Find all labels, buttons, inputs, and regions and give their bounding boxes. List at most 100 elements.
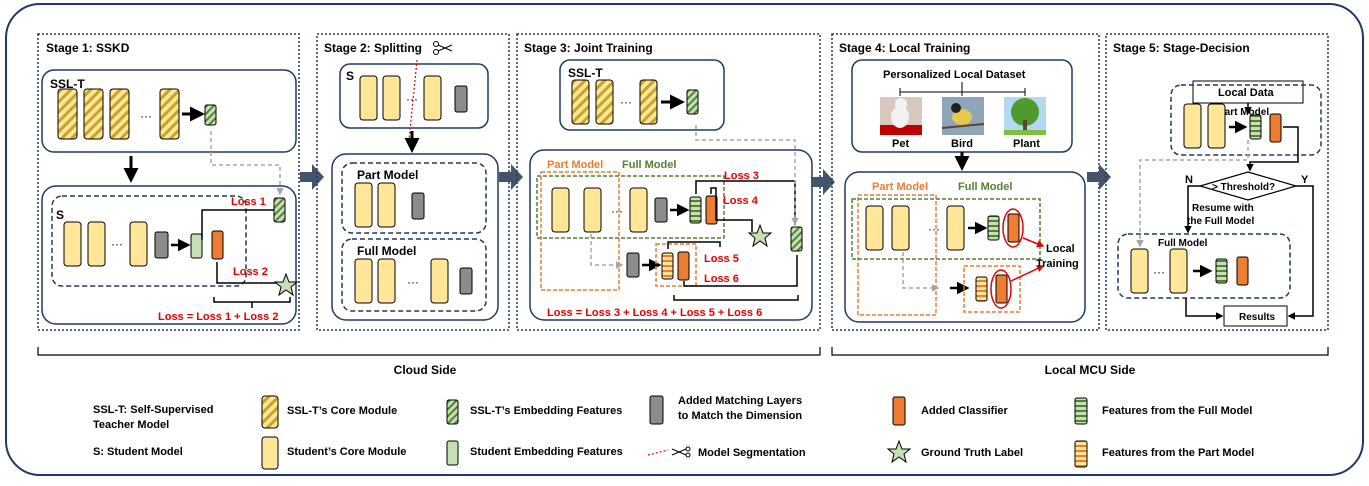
matching-layer — [154, 231, 169, 259]
plant-image — [1004, 97, 1046, 135]
svg-text:Ground Truth Label: Ground Truth Label — [921, 447, 1023, 459]
stage-2: Stage 2: Splitting S ··· Part Model Full… — [316, 33, 510, 331]
stage-3-title: Stage 3: Joint Training — [524, 41, 653, 55]
legend-matching — [649, 395, 664, 425]
legend: SSL-T: Self-Supervised Teacher Model S: … — [93, 395, 1254, 470]
svg-text:Pet: Pet — [892, 138, 909, 150]
teacher-box — [41, 69, 297, 153]
stage-arrow — [811, 169, 835, 195]
ellipsis: ··· — [140, 109, 152, 123]
svg-text:> Threshold?: > Threshold? — [1212, 182, 1275, 193]
svg-text:Teacher Model: Teacher Model — [93, 419, 169, 431]
legend-classifier — [892, 396, 906, 426]
svg-text:···: ··· — [1153, 265, 1165, 279]
legend-part-features — [1074, 440, 1088, 468]
svg-text:Personalized Local Dataset: Personalized Local Dataset — [883, 69, 1026, 81]
svg-text:S: S — [346, 69, 354, 83]
svg-text:Student Embedding Features: Student Embedding Features — [470, 446, 623, 458]
svg-text:Added Classifier: Added Classifier — [921, 405, 1009, 417]
svg-text:Part Model: Part Model — [357, 168, 418, 182]
teacher-label: SSL-T — [50, 77, 85, 91]
legend-scissors-icon — [671, 446, 691, 458]
teacher-core-block — [109, 88, 130, 140]
svg-text:···: ··· — [611, 204, 623, 218]
svg-text:SSL-T’s Core Module: SSL-T’s Core Module — [287, 405, 397, 417]
stage-1-title: Stage 1: SSKD — [46, 41, 130, 55]
stage-4: Stage 4: Local Training Personalized Loc… — [831, 33, 1100, 331]
loss-1: Loss 1 — [231, 196, 266, 208]
svg-text:Plant: Plant — [1013, 138, 1040, 150]
bird-image — [941, 97, 985, 135]
svg-text:Results: Results — [1239, 312, 1276, 323]
svg-text:Part Model: Part Model — [872, 181, 928, 193]
student-core-block — [63, 221, 82, 267]
svg-text:N: N — [1185, 174, 1193, 186]
cloud-side-label: Cloud Side — [394, 363, 457, 377]
svg-text:Loss 3: Loss 3 — [724, 170, 759, 182]
svg-text:Loss 5: Loss 5 — [704, 253, 739, 265]
teacher-core-block — [159, 88, 180, 140]
pet-image — [880, 97, 922, 135]
svg-text:to Match the Dimension: to Match the Dimension — [678, 410, 802, 422]
svg-text:Y: Y — [1301, 174, 1309, 186]
stage-arrow — [300, 164, 324, 190]
svg-text:Full Model: Full Model — [1158, 238, 1208, 249]
svg-text:SSL-T: SSL-T — [568, 66, 603, 80]
svg-text:···: ··· — [407, 275, 419, 289]
legend-student-emb — [446, 440, 459, 466]
teacher-core-block — [83, 88, 104, 140]
segmentation-line — [408, 59, 418, 141]
student-box — [41, 185, 297, 325]
svg-text:Full Model: Full Model — [357, 244, 416, 258]
legend-teacher-core — [261, 395, 279, 429]
loss-equation-1: Loss = Loss 1 + Loss 2 — [158, 311, 278, 323]
stage-5: Stage 5: Stage-Decision Local Data Part … — [1105, 33, 1329, 331]
stage-5-title: Stage 5: Stage-Decision — [1113, 41, 1250, 55]
svg-text:···: ··· — [111, 237, 123, 251]
classifier — [211, 230, 224, 260]
svg-text:···: ··· — [406, 92, 418, 106]
svg-text:Student’s Core Module: Student’s Core Module — [287, 446, 406, 458]
legend-segmentation-line — [647, 449, 669, 456]
full-model-label: Full Model — [622, 159, 676, 171]
loss-2: Loss 2 — [233, 266, 268, 278]
svg-text:···: ··· — [620, 95, 632, 109]
svg-text:Resume with: Resume with — [1192, 203, 1254, 214]
legend-student-core — [261, 436, 279, 470]
svg-text:Part Model: Part Model — [1218, 107, 1269, 118]
stage-4-title: Stage 4: Local Training — [839, 41, 970, 55]
svg-text:Full Model: Full Model — [958, 181, 1012, 193]
legend-ground-truth-star — [886, 439, 912, 464]
ground-truth-star — [273, 272, 299, 297]
svg-text:Bird: Bird — [951, 138, 973, 150]
svg-text:the Full Model: the Full Model — [1187, 216, 1254, 227]
svg-text:Local: Local — [1046, 243, 1075, 255]
student-label: S — [56, 208, 64, 222]
svg-text:Loss 4: Loss 4 — [723, 195, 759, 207]
stage-arrow — [1087, 164, 1111, 190]
local-side-label: Local MCU Side — [1045, 363, 1136, 377]
stage-2-title: Stage 2: Splitting — [324, 41, 422, 55]
scissors-icon — [433, 41, 453, 55]
loss-equation-2: Loss = Loss 3 + Loss 4 + Loss 5 + Loss 6 — [547, 307, 762, 319]
svg-text:Training: Training — [1036, 258, 1079, 270]
svg-text:···: ··· — [928, 222, 940, 236]
svg-text:SSL-T: Self-Supervised: SSL-T: Self-Supervised — [93, 404, 213, 416]
student-core-block — [87, 221, 106, 267]
teacher-core-block — [57, 88, 78, 140]
student-embedding — [190, 233, 203, 259]
stage-1: Stage 1: SSKD SSL-T ··· S ··· Loss 1 Los… — [37, 33, 300, 331]
part-model-label: Part Model — [547, 159, 603, 171]
side-brackets: Cloud Side Local MCU Side — [37, 347, 1329, 377]
stage-3: Stage 3: Joint Training SSL-T ··· Part M… — [516, 33, 821, 331]
legend-full-features — [1074, 397, 1088, 425]
teacher-embedding — [273, 197, 286, 223]
legend-teacher-emb — [446, 399, 459, 425]
svg-text:Loss 6: Loss 6 — [704, 273, 739, 285]
svg-text:Added Matching Layers: Added Matching Layers — [678, 395, 802, 407]
svg-text:SSL-T’s Embedding Features: SSL-T’s Embedding Features — [470, 405, 622, 417]
svg-text:Features from the Full Model: Features from the Full Model — [1102, 405, 1252, 417]
svg-text:Model Segmentation: Model Segmentation — [698, 447, 806, 459]
svg-text:Local Data: Local Data — [1218, 87, 1275, 99]
